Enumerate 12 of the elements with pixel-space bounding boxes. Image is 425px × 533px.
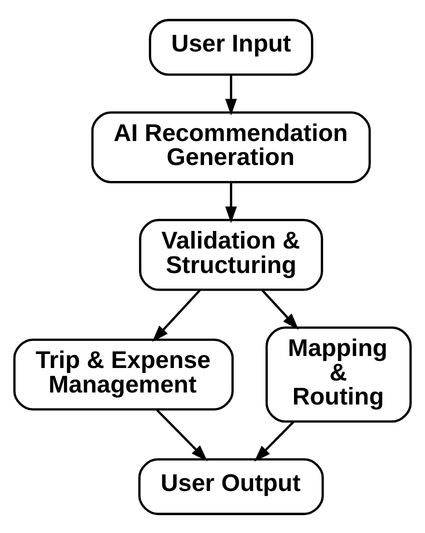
node-box: User Input xyxy=(148,18,314,76)
node-box: Trip & Expense Management xyxy=(13,338,234,410)
arrow xyxy=(225,74,237,116)
arrow xyxy=(261,288,299,330)
arrow xyxy=(156,408,208,461)
arrow xyxy=(254,420,294,462)
node-box: Validation & Structuring xyxy=(139,218,324,290)
node-box: Mapping & Routing xyxy=(266,326,412,422)
arrow xyxy=(152,288,201,342)
node-box: User Output xyxy=(138,458,324,515)
arrow xyxy=(225,182,237,223)
node-box: AI Recommendation Generation xyxy=(91,110,371,183)
